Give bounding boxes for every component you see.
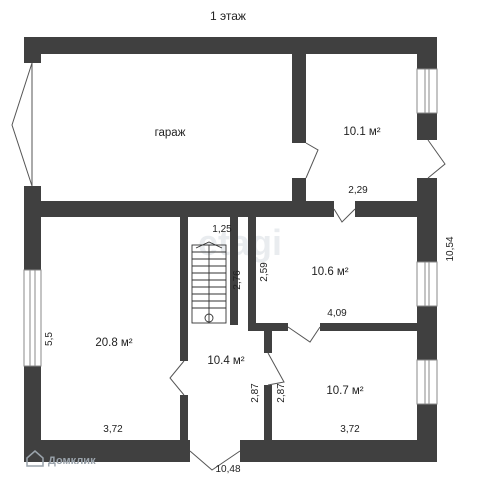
dim-label: 2,29 <box>348 185 368 196</box>
wall-left-bottom <box>24 366 41 462</box>
door-room208 <box>169 360 185 396</box>
wall-room107-left-top <box>264 331 272 353</box>
dim-label: 10,48 <box>215 464 240 475</box>
wall-bottom-left <box>24 440 190 462</box>
dim-label: 2,87 <box>276 383 287 403</box>
dim-label: 3,72 <box>103 424 123 435</box>
window-left <box>23 269 42 367</box>
wall-left-top <box>24 37 41 63</box>
wall-top-left <box>24 37 306 54</box>
dim-label: 4,09 <box>327 308 347 319</box>
door-room106 <box>287 326 321 343</box>
room-label-top-right: 10.1 м² <box>343 126 380 138</box>
dim-label: 2,76 <box>232 270 243 290</box>
wall-hall-left-mid <box>180 337 188 361</box>
dim-label: 5,5 <box>44 332 55 346</box>
dim-label: 1,25 <box>212 224 232 235</box>
window-right-top <box>416 68 438 114</box>
floor-title: 1 этаж <box>210 9 246 23</box>
room-label-bottom-right: 10.7 м² <box>326 385 363 397</box>
wall-under-right-room <box>355 201 437 217</box>
room-label-left: 20.8 м² <box>95 337 132 349</box>
wall-bottom-right <box>240 440 437 462</box>
brand-name: Домклик <box>48 455 96 467</box>
room-label-mid-right: 10.6 м² <box>311 266 348 278</box>
door-entrance <box>189 450 241 471</box>
doors <box>11 62 446 471</box>
door-room107 <box>267 352 285 386</box>
wall-hall-left-low <box>180 395 188 440</box>
walls <box>24 37 437 462</box>
wall-right-3 <box>417 178 437 262</box>
dim-label: 2,87 <box>250 383 261 403</box>
wall-right-4 <box>417 306 437 360</box>
dim-label: 3,72 <box>340 424 360 435</box>
wall-under-garage <box>24 201 334 217</box>
wall-room106-left <box>248 217 256 329</box>
watermark: etagi <box>198 222 282 263</box>
window-right-mid <box>416 261 438 307</box>
wall-under-106-left <box>248 323 288 331</box>
wall-under-106-right <box>320 323 417 331</box>
wall-top-right <box>292 37 437 54</box>
room-label-hall: 10.4 м² <box>207 355 244 367</box>
dim-label: 2,59 <box>259 262 270 282</box>
wall-stair-right <box>230 217 238 325</box>
staircase <box>191 241 227 324</box>
door-exterior-right <box>427 139 446 179</box>
wall-stair-left <box>180 217 188 337</box>
wall-left-mid <box>24 186 41 270</box>
windows <box>23 68 438 405</box>
door-garage-room <box>305 142 319 179</box>
brand-logo: Домклик <box>26 450 96 467</box>
wall-right-2 <box>417 113 437 140</box>
dim-label: 10,54 <box>445 236 456 261</box>
door-room101 <box>333 208 356 223</box>
wall-garage-divider <box>292 37 306 143</box>
stair-start-marker <box>204 313 214 323</box>
window-right-low <box>416 359 438 405</box>
wall-room107-left-low <box>264 385 272 440</box>
wall-right-5 <box>417 404 437 462</box>
wall-right-1 <box>417 37 437 69</box>
garage-door <box>11 62 33 187</box>
room-label-garage: гараж <box>155 127 186 139</box>
house-icon <box>26 450 44 467</box>
